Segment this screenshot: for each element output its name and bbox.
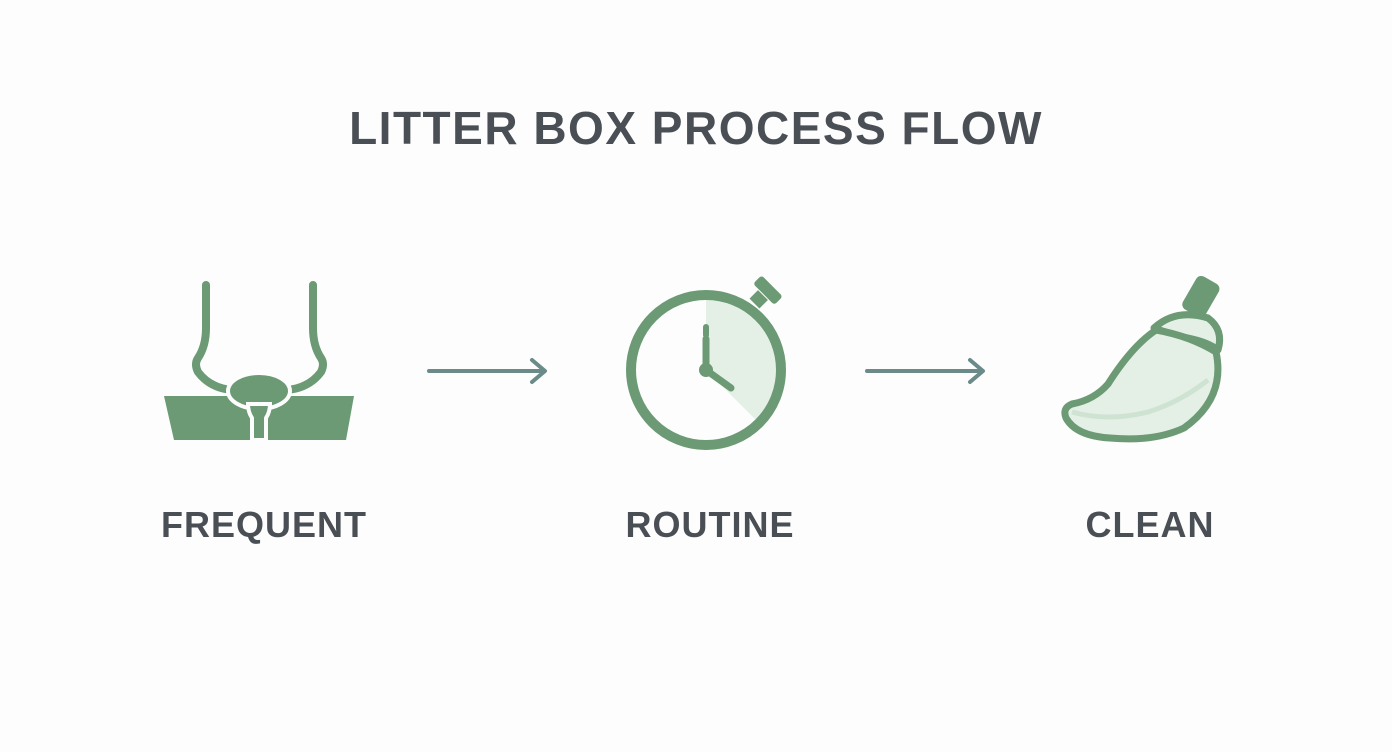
broom-icon: [1061, 275, 1224, 443]
diagram-title: LITTER BOX PROCESS FLOW: [349, 102, 1043, 154]
flow-arrow-1: [427, 358, 547, 384]
stopwatch-icon: [626, 276, 786, 450]
step-label-frequent: FREQUENT: [161, 504, 367, 545]
step-label-clean: CLEAN: [1085, 504, 1215, 545]
flow-arrow-2: [865, 358, 985, 384]
step-label-routine: ROUTINE: [625, 504, 795, 545]
litter-box-icon: [164, 281, 354, 442]
